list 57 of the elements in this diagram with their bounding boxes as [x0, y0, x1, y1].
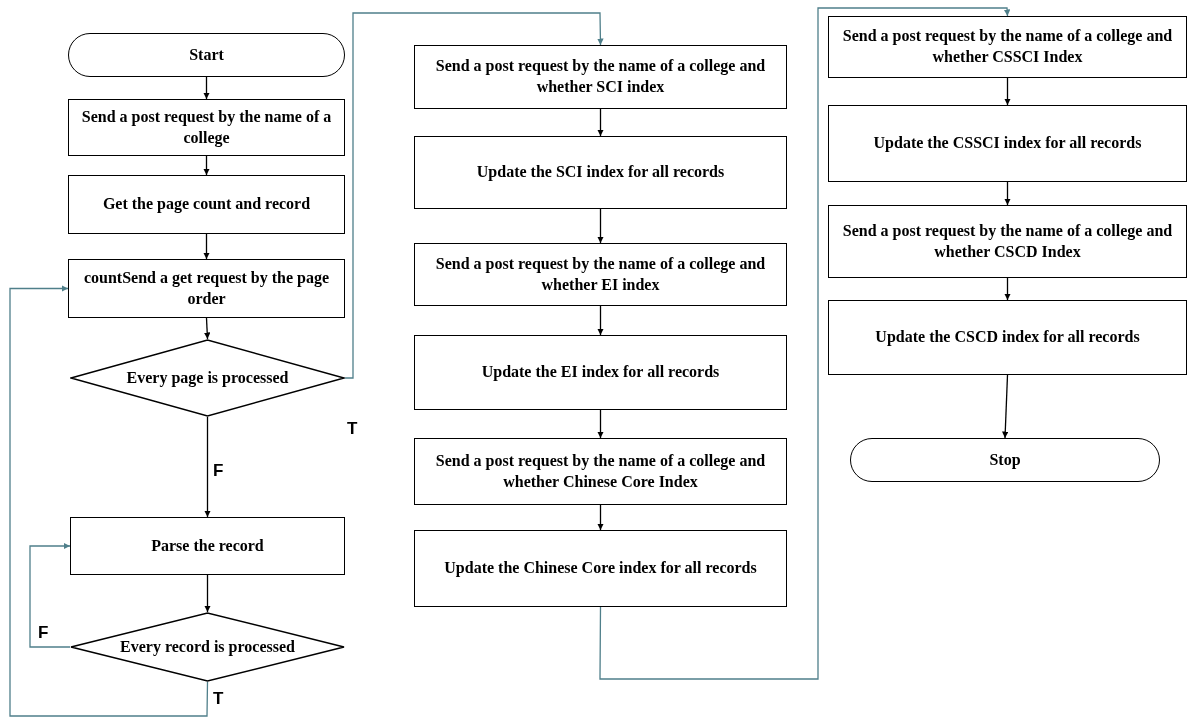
terminal-shape [850, 438, 1160, 482]
node-text: Send a post request by the name of a college and whether CSSCI Index [841, 26, 1174, 67]
node-text: Start [189, 44, 224, 65]
process-box [68, 99, 345, 156]
process-box [68, 175, 345, 234]
process-box [828, 105, 1187, 182]
process-box [828, 300, 1187, 375]
arrow [597, 504, 604, 531]
node-text: Update the CSCD index for all records [875, 327, 1140, 348]
node-text: Update the SCI index for all records [476, 162, 725, 183]
process-box [414, 438, 787, 505]
node-text: Update the CSSCI index for all records [873, 133, 1142, 154]
node-text: Get the page count and record [102, 194, 311, 215]
arrow [9, 285, 209, 717]
node-text: countSend a get request by the page order [82, 267, 330, 309]
process-box [70, 517, 345, 575]
process-box [414, 335, 787, 410]
node-text: Update the Chinese Core index for all records [444, 558, 757, 579]
arrow [29, 542, 71, 648]
edge-label: F [213, 462, 224, 479]
node-text: Update the EI index for all records [481, 362, 720, 383]
process-box [414, 45, 787, 109]
arrow [599, 7, 1011, 680]
process-box [414, 530, 787, 607]
arrow [1002, 374, 1009, 439]
arrow [203, 317, 211, 340]
node-text: Stop [989, 449, 1021, 471]
node-text: Send a post request by the name of a college and whether CSCD Index [841, 220, 1174, 262]
arrow [344, 12, 604, 379]
process-box [414, 136, 787, 209]
arrow [597, 208, 604, 244]
edge-label: T [347, 420, 358, 437]
process-box [414, 243, 787, 306]
node-text: Every record is processed [120, 636, 295, 658]
node-text: Parse the record [151, 535, 264, 556]
node-text: Send a post request by the name of a college and whether SCI index [434, 56, 767, 97]
edge-label: F [38, 624, 49, 641]
edge-label: T [213, 690, 224, 707]
terminal-shape [68, 33, 345, 77]
arrow [203, 233, 210, 260]
arrow [204, 416, 211, 518]
node-text: Send a post request by the name of a college and whether Chinese Core Index [434, 450, 767, 492]
node-text: Send a post request by the name of a college [80, 106, 333, 149]
arrow [203, 76, 210, 100]
arrow [204, 574, 211, 613]
process-box [68, 259, 345, 318]
node-text: Send a post request by the name of a college and whether EI index [434, 253, 767, 295]
arrow [597, 108, 604, 137]
arrow [1004, 181, 1011, 206]
arrow [203, 155, 210, 176]
process-box [828, 205, 1187, 278]
arrow [597, 305, 604, 336]
arrow [1004, 277, 1011, 301]
node-text: Every page is processed [126, 367, 289, 389]
process-box [828, 16, 1187, 78]
arrow [1004, 77, 1011, 106]
arrow [597, 409, 604, 439]
